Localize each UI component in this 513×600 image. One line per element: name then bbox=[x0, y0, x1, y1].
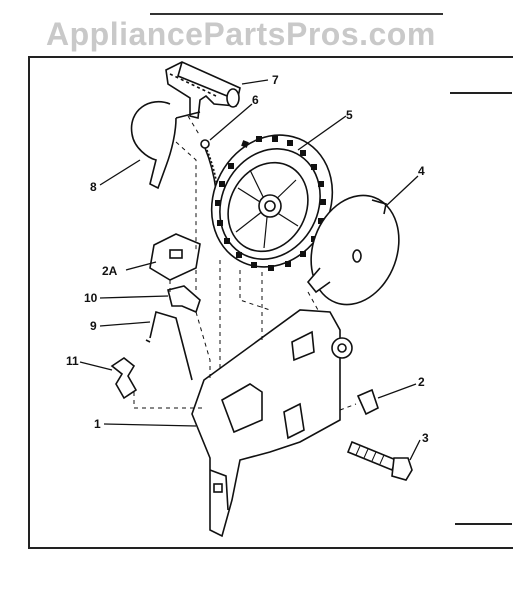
part-2-latch bbox=[356, 388, 379, 416]
leader-5 bbox=[297, 115, 347, 151]
callout-11: 11 bbox=[66, 354, 79, 368]
leader-3 bbox=[409, 439, 421, 461]
callout-4: 4 bbox=[418, 164, 425, 178]
callout-2A: 2A bbox=[102, 264, 118, 278]
part-5-pulley bbox=[210, 134, 334, 271]
callout-8: 8 bbox=[90, 180, 97, 194]
leader-7 bbox=[241, 79, 269, 85]
callout-3: 3 bbox=[422, 431, 429, 445]
leader-2A bbox=[125, 261, 157, 271]
leader-8 bbox=[99, 159, 141, 186]
top-rule bbox=[150, 13, 443, 15]
callout-7: 7 bbox=[272, 73, 279, 87]
leader-11 bbox=[79, 361, 113, 371]
part-3-bolt bbox=[346, 440, 413, 481]
part-8-spring bbox=[130, 100, 201, 190]
part-4-disc bbox=[306, 194, 400, 306]
callout-1: 1 bbox=[94, 417, 101, 431]
callout-9: 9 bbox=[90, 319, 97, 333]
part-7-handle bbox=[165, 61, 241, 119]
leader-10 bbox=[99, 295, 169, 299]
callout-6: 6 bbox=[252, 93, 259, 107]
part-2A-plate bbox=[149, 233, 201, 281]
callout-2: 2 bbox=[418, 375, 425, 389]
leader-9 bbox=[99, 321, 151, 327]
part-9-wire bbox=[145, 310, 193, 381]
leader-1 bbox=[103, 423, 197, 427]
part-10-bracket bbox=[167, 285, 201, 314]
part-1-main-bracket bbox=[191, 309, 353, 538]
diagram-frame bbox=[28, 56, 513, 549]
leader-lines bbox=[79, 79, 421, 461]
leader-6 bbox=[209, 103, 253, 141]
callout-5: 5 bbox=[346, 108, 353, 122]
leader-4 bbox=[385, 175, 419, 207]
leader-2 bbox=[377, 383, 417, 399]
watermark-text: AppliancePartsPros.com bbox=[46, 16, 436, 52]
part-11-clip bbox=[110, 357, 138, 400]
callout-10: 10 bbox=[84, 291, 98, 305]
assembly-dashed-lines bbox=[133, 115, 357, 411]
